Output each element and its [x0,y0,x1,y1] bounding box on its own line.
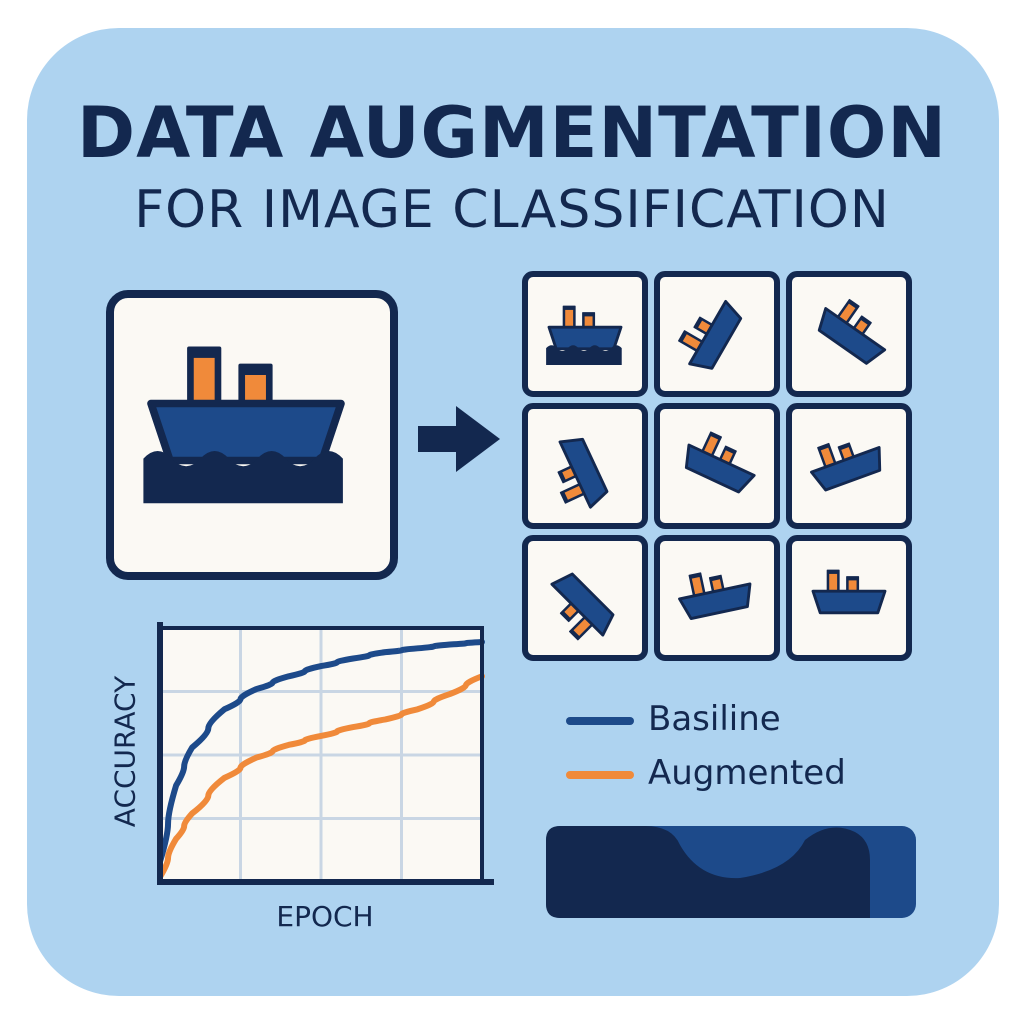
series-line-baseline [157,638,485,865]
legend-augmented-label: Augmented [648,753,846,793]
plot-frame [160,626,484,882]
y-axis-label: ACCURACY [108,675,142,828]
page-subtitle: FOR IMAGE CLASSIFICATION [134,180,890,240]
augmented-grid [522,271,912,661]
series-line-augmented [157,673,485,880]
legend-baseline-label: Basiline [648,699,781,739]
page-title: DATA AUGMENTATION [76,92,948,174]
arrow-right-icon [418,406,500,472]
wave-decoration [546,826,916,918]
x-axis-label: EPOCH [276,900,374,933]
accuracy-chart [157,622,494,885]
